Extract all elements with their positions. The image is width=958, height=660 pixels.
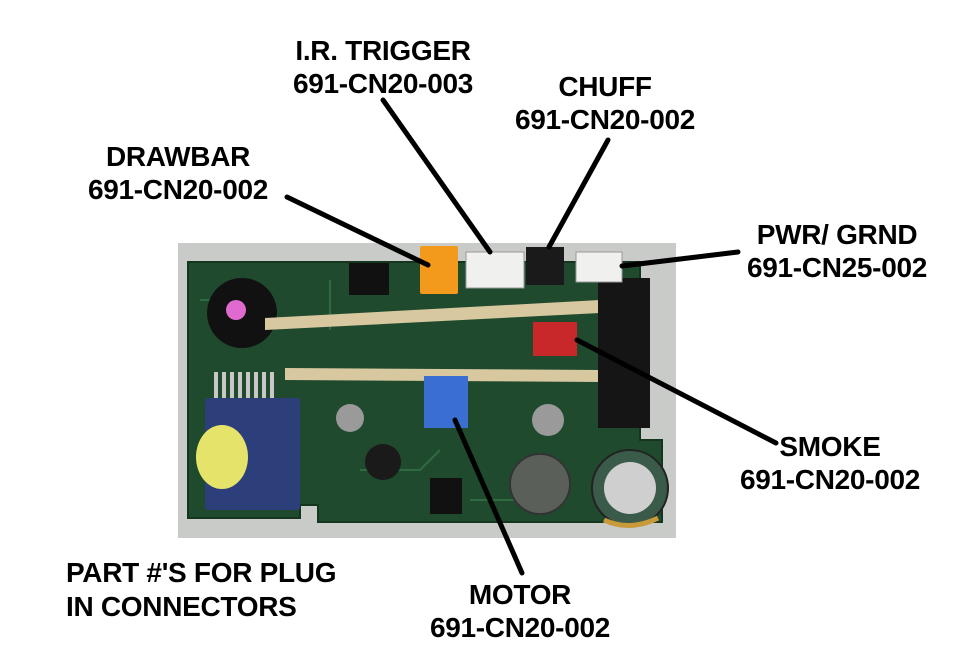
header-pins <box>214 372 274 398</box>
chuff-part: 691-CN20-002 <box>514 104 696 135</box>
leader-line-ir-trigger <box>380 97 493 255</box>
leader-line-smoke <box>574 337 779 446</box>
board-rail-1 <box>265 300 600 330</box>
motor-part: 691-CN20-002 <box>429 612 611 643</box>
leader-lines <box>284 97 779 576</box>
capacitor-large-2-top <box>604 462 656 514</box>
ir-trigger-connector <box>465 251 525 289</box>
capacitor-stripe <box>602 515 660 528</box>
smoke-connector <box>533 322 577 356</box>
label-smoke: SMOKE 691-CN20-002 <box>720 430 940 496</box>
speaker-center <box>226 300 246 320</box>
drawbar-connector <box>420 246 458 294</box>
note-line-1: PART #'S FOR PLUG <box>66 557 337 588</box>
drawbar-part: 691-CN20-002 <box>87 174 269 205</box>
chuff-name: CHUFF <box>558 71 652 102</box>
ic-chip-3 <box>430 478 462 514</box>
drawbar-name: DRAWBAR <box>105 141 251 172</box>
smoke-part: 691-CN20-002 <box>739 464 921 495</box>
board-rail-2 <box>285 368 600 382</box>
ir-trigger-part: 691-CN20-003 <box>292 68 474 99</box>
leader-line-chuff <box>546 137 611 250</box>
leader-line-drawbar <box>284 194 431 268</box>
chuff-connector <box>526 247 564 285</box>
leader-line-motor <box>452 417 525 576</box>
yellow-wrap <box>196 425 248 489</box>
capacitor-large-1 <box>509 453 571 515</box>
part-numbers-note: PART #'S FOR PLUG IN CONNECTORS <box>66 556 336 624</box>
pwr-grnd-connector <box>575 251 623 283</box>
ir-trigger-name: I.R. TRIGGER <box>295 35 471 66</box>
label-chuff: CHUFF 691-CN20-002 <box>500 70 710 136</box>
motor-name: MOTOR <box>468 579 572 610</box>
pwr-grnd-part: 691-CN25-002 <box>746 252 928 283</box>
label-motor: MOTOR 691-CN20-002 <box>410 578 630 644</box>
pwr-grnd-name: PWR/ GRND <box>756 219 918 250</box>
capacitor-small-1 <box>336 404 364 432</box>
smoke-name: SMOKE <box>779 431 881 462</box>
label-ir-trigger: I.R. TRIGGER 691-CN20-003 <box>268 34 498 100</box>
label-pwr-grnd: PWR/ GRND 691-CN25-002 <box>727 218 947 284</box>
note-line-2: IN CONNECTORS <box>66 591 297 622</box>
motor-connector <box>424 376 468 428</box>
inductor <box>365 444 401 480</box>
leader-line-pwr-grnd <box>619 249 741 269</box>
capacitor-small-2 <box>532 404 564 436</box>
label-drawbar: DRAWBAR 691-CN20-002 <box>68 140 288 206</box>
ic-chip-1 <box>349 263 389 295</box>
